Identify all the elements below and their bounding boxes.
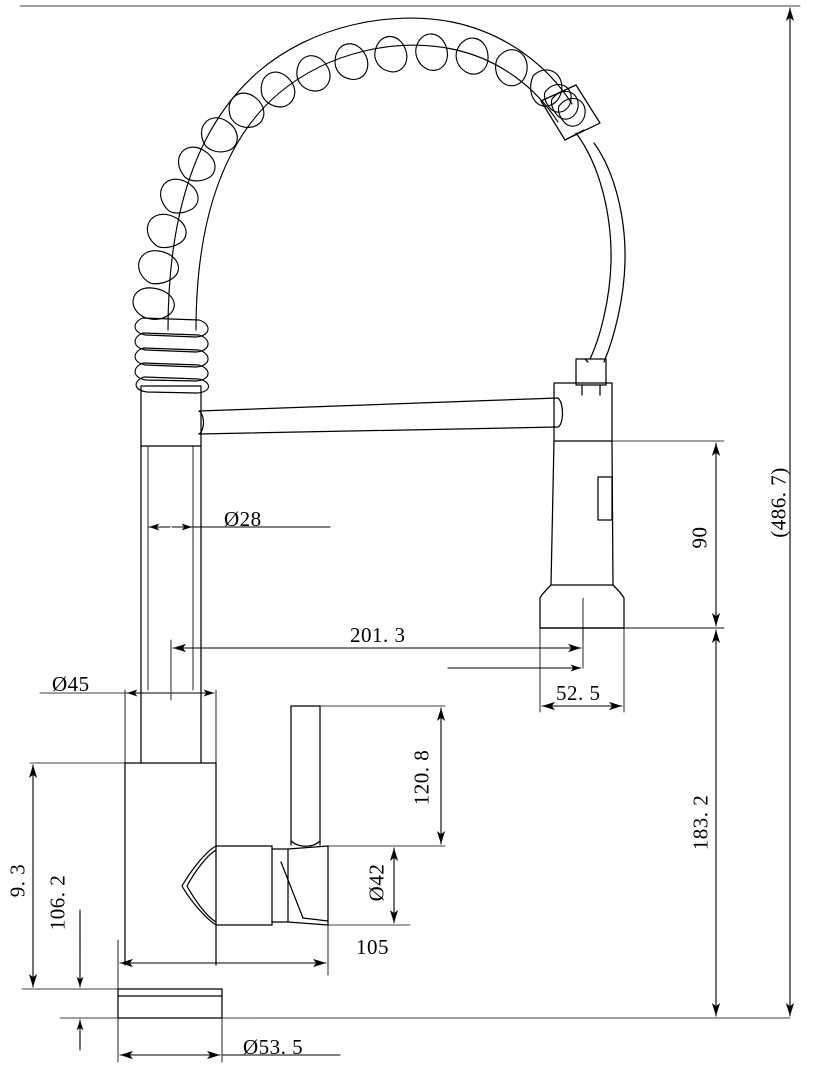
dimension-label-52-5: 52. 5 — [556, 681, 601, 705]
spout-arm — [198, 397, 564, 435]
coil-compressed-right — [543, 83, 586, 127]
dimension-label-486-7: (486. 7) — [766, 467, 791, 538]
dimension-lines — [28, 7, 795, 1060]
dimension-label-105: 105 — [356, 935, 389, 959]
dimension-label-diameter-28: Ø28 — [224, 507, 262, 531]
dimension-label-183-2: 183. 2 — [688, 794, 713, 851]
coil-tight-stack — [134, 317, 210, 394]
dimension-label-diameter-42: Ø42 — [364, 863, 389, 902]
dimension-label-201-3: 201. 3 — [350, 623, 406, 647]
dimension-label-90: 90 — [687, 526, 712, 549]
faucet-riser-column — [140, 445, 202, 764]
spring-collar-block — [140, 385, 202, 447]
coil-open-loops — [132, 33, 563, 320]
faucet-lower-body — [117, 705, 329, 1019]
dimension-label-diameter-45: Ø45 — [52, 672, 90, 696]
dimension-label-120-8: 9. 3 — [5, 863, 30, 898]
dimension-label-106-2: 120. 8 — [409, 749, 434, 806]
spray-hose-curve — [575, 132, 626, 363]
extension-lines — [19, 5, 801, 1063]
dimension-label-diameter-53-5: Ø53. 5 — [243, 1035, 304, 1059]
spray-head — [539, 358, 625, 629]
spring-coil-wraps — [132, 33, 586, 394]
spring-hose-arch — [167, 17, 573, 331]
hose-connector-block — [540, 84, 601, 141]
dimension-label-9-3: 106. 2 — [45, 874, 70, 931]
